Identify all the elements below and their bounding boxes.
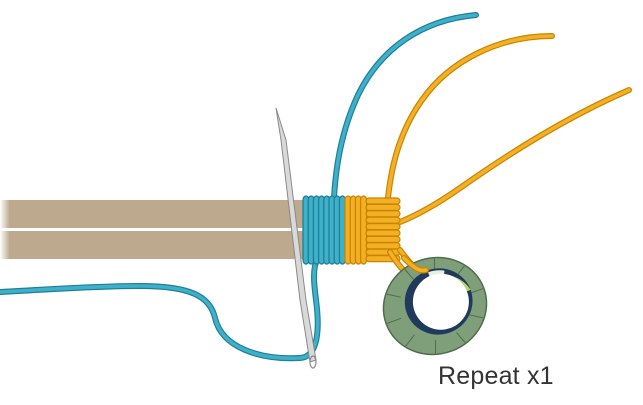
orange-knot-loop <box>365 242 401 250</box>
ring-segment-line <box>404 269 414 280</box>
step-caption: Repeat x1 <box>438 362 554 390</box>
ring-segment-line <box>386 317 402 324</box>
blue-cord-tail <box>0 255 321 362</box>
keyring-icon <box>382 256 488 356</box>
orange-knot-loop <box>365 229 401 237</box>
needle-icon <box>275 107 317 369</box>
orange-wrap-coils <box>344 195 368 265</box>
ring-segment-line <box>456 332 466 343</box>
ring-segment-line <box>434 340 437 354</box>
orange-knot-loop <box>365 197 401 205</box>
orange-knot-loop <box>365 216 401 224</box>
orange-knot-loop <box>365 210 401 218</box>
orange-knot-loop <box>365 223 401 231</box>
orange-knot-loop <box>365 235 401 243</box>
orange-cord-right <box>397 87 632 225</box>
blue-wrap-coils <box>302 195 347 265</box>
blue-cord-upper <box>331 12 479 201</box>
ring-segment-line <box>405 334 415 347</box>
ring-segment-line <box>469 314 484 319</box>
orange-knot-block <box>365 197 401 263</box>
orange-knot-loop <box>365 203 401 211</box>
ring-segment-line <box>386 293 401 298</box>
rods <box>0 198 306 262</box>
orange-coil <box>359 195 368 265</box>
